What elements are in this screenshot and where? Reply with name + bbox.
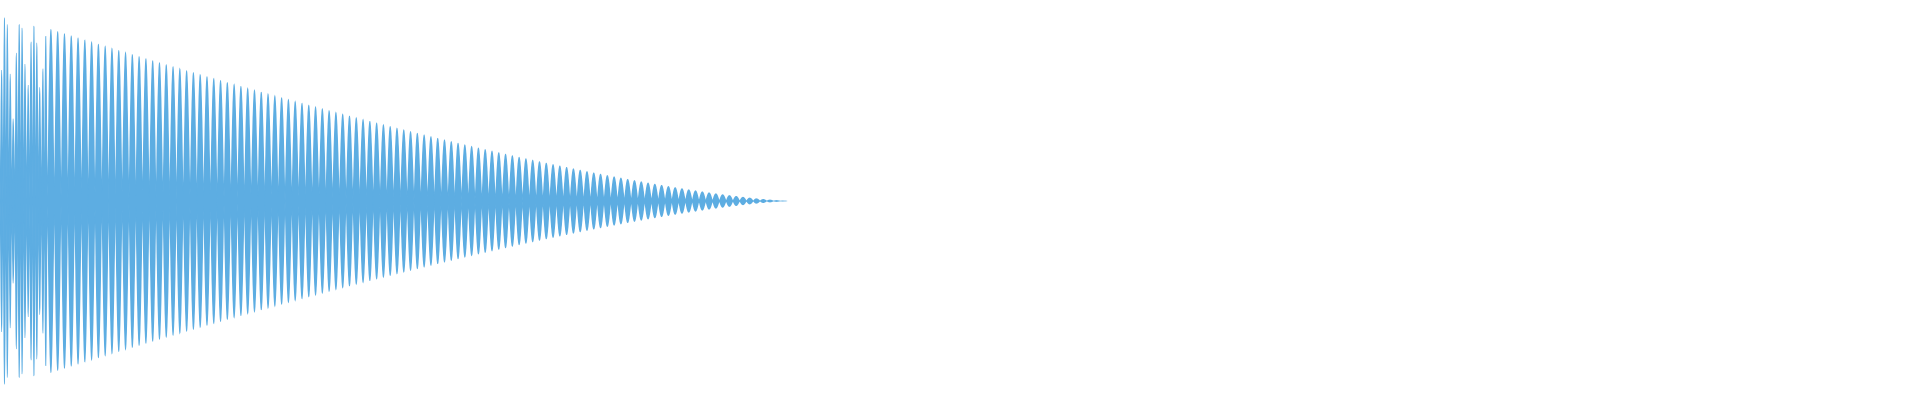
waveform-path [0,17,788,385]
